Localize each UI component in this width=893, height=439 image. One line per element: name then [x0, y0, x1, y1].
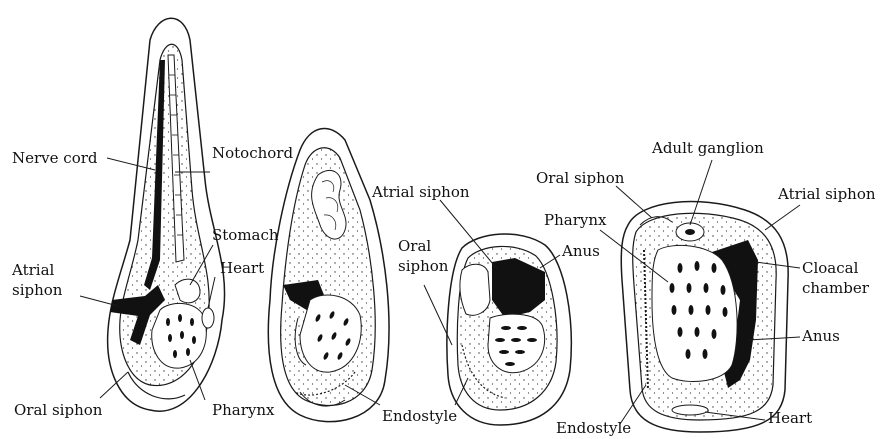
label-endostyle-1: Endostyle: [382, 408, 457, 425]
adult-ganglion-core: [685, 229, 695, 235]
label-pharynx-2: Pharynx: [544, 212, 606, 229]
label-atrial-siphon-1b: siphon: [12, 282, 62, 299]
label-heart-2: Heart: [768, 410, 812, 427]
larva-pharynx: [152, 303, 207, 368]
label-oral-siphon-1: Oral siphon: [14, 402, 102, 419]
stage-1-larva: [108, 18, 225, 411]
larva-heart: [202, 308, 214, 328]
label-cloacal-chamber-b: chamber: [802, 280, 869, 297]
label-atrial-siphon-1a: Atrial: [12, 262, 54, 279]
label-stomach: Stomach: [212, 227, 279, 244]
label-pharynx-1: Pharynx: [212, 402, 274, 419]
stage-4-adult: [621, 202, 788, 432]
label-endostyle-2: Endostyle: [556, 420, 631, 437]
label-oral-siphon-2a: Oral: [398, 238, 431, 255]
label-nerve-cord: Nerve cord: [12, 150, 98, 167]
label-oral-siphon-2b: siphon: [398, 258, 448, 275]
label-notochord: Notochord: [212, 145, 293, 162]
stage3-oral-chamber: [460, 264, 490, 315]
label-heart-1: Heart: [220, 260, 264, 277]
adult-heart: [672, 405, 708, 415]
label-atrial-siphon-3: Atrial siphon: [778, 186, 876, 203]
stage-3-juvenile: [447, 234, 571, 425]
label-oral-siphon-3: Oral siphon: [536, 170, 624, 187]
label-cloacal-chamber-a: Cloacal: [802, 260, 858, 277]
label-atrial-siphon-2: Atrial siphon: [372, 184, 470, 201]
label-anus-2: Anus: [802, 328, 840, 345]
stage-2-settling: [268, 129, 389, 422]
label-adult-ganglion: Adult ganglion: [652, 140, 764, 157]
label-anus-1: Anus: [562, 243, 600, 260]
